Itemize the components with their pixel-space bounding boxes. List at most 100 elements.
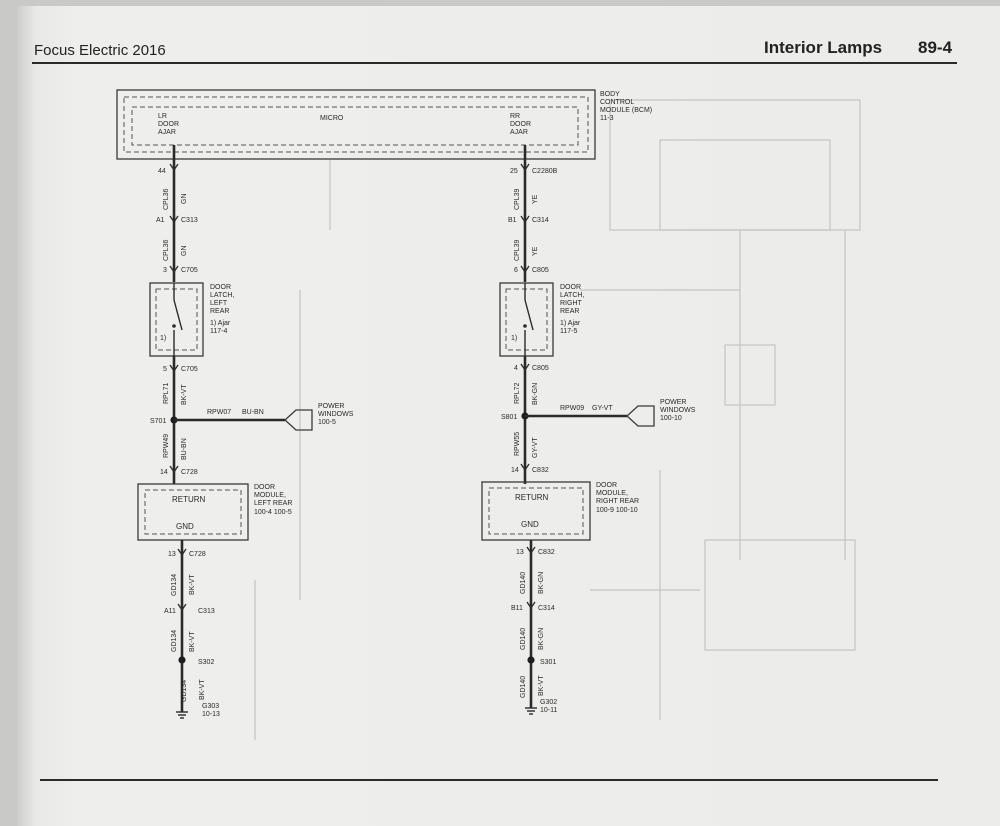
wire-id-gd134-c: GD134 (181, 680, 188, 702)
module-left-title-1: DOOR (254, 484, 275, 491)
pin-a11: A11 (164, 608, 176, 615)
header-rule (32, 62, 957, 64)
connector-c313: C313 (181, 217, 198, 224)
pin-13-left: 13 (168, 551, 176, 558)
ground-g303-id: G303 (202, 703, 219, 710)
splice-s302: S302 (198, 659, 214, 666)
wire-id-gd140-c: GD140 (520, 676, 527, 698)
latch-right-mark: 1) (511, 335, 517, 342)
wire-id-cpl39-b: CPL39 (514, 239, 521, 261)
splice-s701: S701 (150, 418, 166, 425)
connector-c313-b: C313 (198, 608, 215, 615)
splice-s301: S301 (540, 659, 556, 666)
bcm-lr-input-line-1: LR (158, 113, 167, 120)
connector-c314-arrow (520, 215, 530, 224)
page-number: 89-4 (918, 38, 953, 57)
connector-c805-out: C805 (532, 365, 549, 372)
latch-left-title-1: DOOR (210, 284, 231, 291)
wire-id-cpl36-a: CPL36 (163, 188, 170, 210)
module-right-gnd: GND (521, 520, 539, 529)
module-left-return: RETURN (172, 495, 206, 504)
power-windows-left-arrow (284, 409, 313, 431)
pin-14-right: 14 (511, 467, 519, 474)
door-module-right-rear: RETURN GND (481, 481, 591, 541)
body-control-module: BODY CONTROL MODULE (BCM) 11-3 MICRO LR … (116, 89, 652, 160)
power-windows-right-1: POWER (660, 399, 686, 406)
connector-c313-b-arrow (177, 603, 187, 612)
wire-id-rpw07: RPW07 (207, 409, 231, 416)
pin-a1: A1 (156, 217, 165, 224)
connector-c313-arrow (169, 215, 179, 224)
left-rear-door-circuit: 44 CPL36 GN A1 C313 CPL36 GN 3 C705 1) D… (137, 145, 354, 719)
wire-color-bk-vt-b: BK-VT (189, 574, 196, 595)
module-right-title-2: MODULE, (596, 490, 628, 497)
connector-c705-in: C705 (181, 267, 198, 274)
connector-c705-in-arrow (169, 265, 179, 274)
bcm-lr-input-line-3: AJAR (158, 129, 176, 136)
bcm-title-line-3: MODULE (BCM) (600, 107, 652, 114)
connector-c805-in: C805 (532, 267, 549, 274)
bcm-title-line-1: BODY (600, 91, 620, 98)
pin-6: 6 (514, 267, 518, 274)
connector-c728-in: C728 (181, 469, 198, 476)
pin-b1: B1 (508, 217, 517, 224)
module-left-title-4: 100-4 100-5 (254, 509, 292, 516)
bcm-pin-25: 25 (510, 168, 518, 175)
arrow-bcm-rr (520, 163, 530, 172)
bleed-through-lines (254, 99, 861, 740)
bcm-dashed-box (123, 96, 589, 153)
module-right-title-1: DOOR (596, 482, 617, 489)
splice-s301-dot (527, 656, 535, 664)
connector-c832-in: C832 (532, 467, 549, 474)
module-right-return: RETURN (515, 493, 549, 502)
latch-left-note-1: 1) Ajar (210, 320, 231, 327)
power-windows-left-1: POWER (318, 403, 344, 410)
module-left-title-3: LEFT REAR (254, 500, 292, 507)
connector-c728-out: C728 (189, 551, 206, 558)
power-windows-left-2: WINDOWS (318, 411, 354, 418)
power-windows-right-2: WINDOWS (660, 407, 696, 414)
vehicle-model-header: Focus Electric 2016 (34, 42, 166, 59)
ground-g302-id: G302 (540, 699, 557, 706)
connector-c805-out-arrow (520, 363, 530, 372)
latch-left-title-4: REAR (210, 308, 229, 315)
bcm-rr-input-line-2: DOOR (510, 121, 531, 128)
pin-14-left: 14 (160, 469, 168, 476)
wire-id-rpw09: RPW09 (560, 405, 584, 412)
wire-color-ye-a: YE (532, 194, 539, 204)
wire-color-bk-vt-c: BK-VT (189, 631, 196, 652)
wire-id-rpl71: RPL71 (163, 382, 170, 404)
latch-right-note-1: 1) Ajar (560, 320, 581, 327)
connector-c832-out-arrow (526, 546, 536, 555)
connector-c728-out-arrow (177, 548, 187, 557)
bcm-title-line-4: 11-3 (600, 115, 614, 122)
ground-g302-ref: 10-11 (540, 707, 557, 714)
ground-g303-ref: 10-13 (202, 711, 220, 718)
connector-c705-out-arrow (169, 364, 179, 373)
wire-color-bk-gn-a: BK-GN (532, 383, 539, 405)
wire-color-bk-vt-e: BK-VT (538, 675, 545, 696)
power-windows-right-arrow (626, 405, 655, 427)
wire-color-gy-vt-a: GY-VT (592, 405, 613, 412)
pin-b11: B11 (511, 605, 523, 612)
wire-id-cpl39-a: CPL39 (514, 188, 521, 210)
wire-id-gd134-b: GD134 (171, 630, 178, 652)
latch-right-title-3: RIGHT (560, 300, 583, 307)
bcm-micro-box (131, 106, 579, 146)
wire-color-gn-b: GN (181, 246, 188, 257)
pin-5: 5 (163, 366, 167, 373)
wire-id-rpw49: RPW49 (163, 434, 170, 458)
splice-s302-dot (178, 656, 186, 664)
module-left-gnd: GND (176, 522, 194, 531)
module-left-title-2: MODULE, (254, 492, 286, 499)
pin-13-right: 13 (516, 549, 524, 556)
power-windows-left-3: 100-5 (318, 419, 336, 426)
power-windows-right-3: 100-10 (660, 415, 682, 422)
latch-right-title-1: DOOR (560, 284, 581, 291)
door-latch-left-rear: 1) (149, 282, 204, 357)
wire-color-bu-bn-b: BU-BN (181, 438, 188, 460)
latch-left-title-2: LATCH, (210, 292, 234, 299)
latch-left-mark: 1) (160, 335, 166, 342)
